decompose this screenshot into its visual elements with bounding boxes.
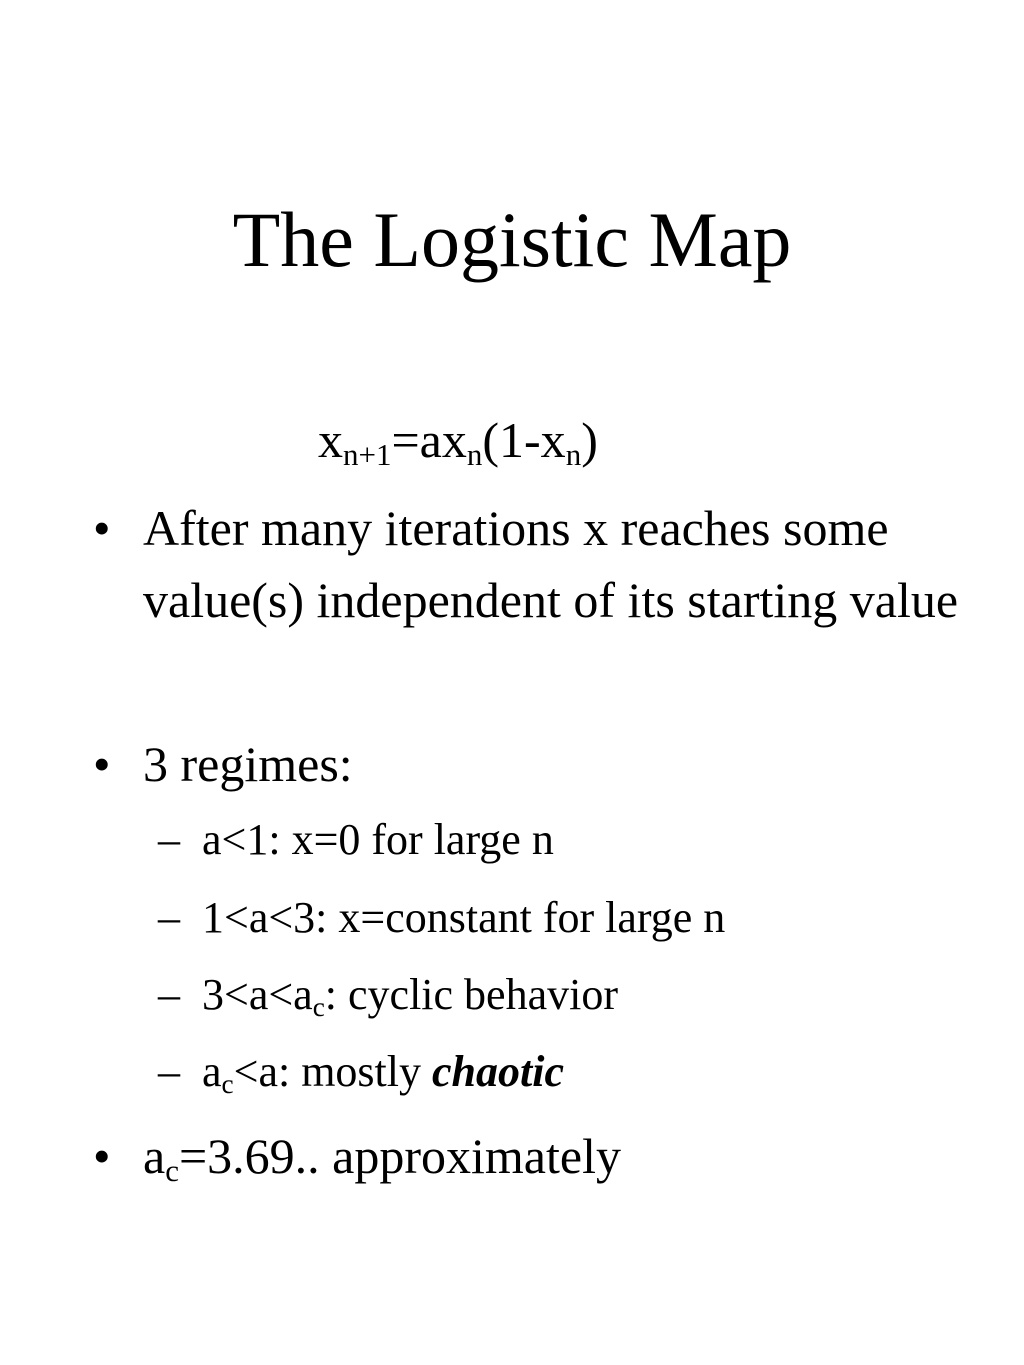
sub-item-text: ac<a: mostly chaotic [202, 1044, 564, 1100]
bullet-post: =3.69.. approximately [178, 1128, 621, 1184]
logistic-map-formula: xn+1=axn(1-xn) [318, 410, 598, 470]
bullet-marker: • [93, 736, 111, 792]
sub-item-text: 1<a<3: x=constant for large n [202, 893, 726, 942]
formula-sub-n: n [466, 436, 483, 472]
bullet-text: ac=3.69.. approximately [143, 1120, 963, 1192]
sub-item-dash: – [158, 815, 180, 864]
formula-x: x [318, 412, 343, 468]
formula-eq: =ax [391, 412, 467, 468]
sub-item-text: 3<a<ac: cyclic behavior [202, 967, 618, 1023]
sub-item-dash: – [158, 1047, 180, 1096]
bullet-marker: • [93, 500, 111, 556]
sub-item-post: : cyclic behavior [324, 970, 618, 1019]
sub-item-dash: – [158, 893, 180, 942]
sub-item-subscript: c [221, 1068, 234, 1099]
formula-sub-n1: n+1 [343, 436, 392, 472]
bullet-text: 3 regimes: [143, 736, 353, 792]
bullet-marker: • [93, 1128, 111, 1184]
bullet-text: After many iterations x reaches some val… [143, 500, 959, 628]
bullet-pre: a [143, 1128, 166, 1184]
sub-item-pre: a [202, 1047, 222, 1096]
sub-item-emphasis: chaotic [432, 1047, 564, 1096]
bullet-subscript: c [165, 1152, 179, 1188]
sub-item-text: a<1: x=0 for large n [202, 815, 554, 864]
sub-item-dash: – [158, 970, 180, 1019]
sub-item-pre: 3<a<a [202, 970, 313, 1019]
slide-title: The Logistic Map [232, 196, 792, 283]
sub-item-post: <a: mostly [233, 1047, 433, 1096]
formula-close: ) [581, 412, 598, 468]
sub-item-subscript: c [312, 991, 325, 1022]
formula-sub-n: n [565, 436, 582, 472]
formula-mid: (1-x [482, 412, 566, 468]
